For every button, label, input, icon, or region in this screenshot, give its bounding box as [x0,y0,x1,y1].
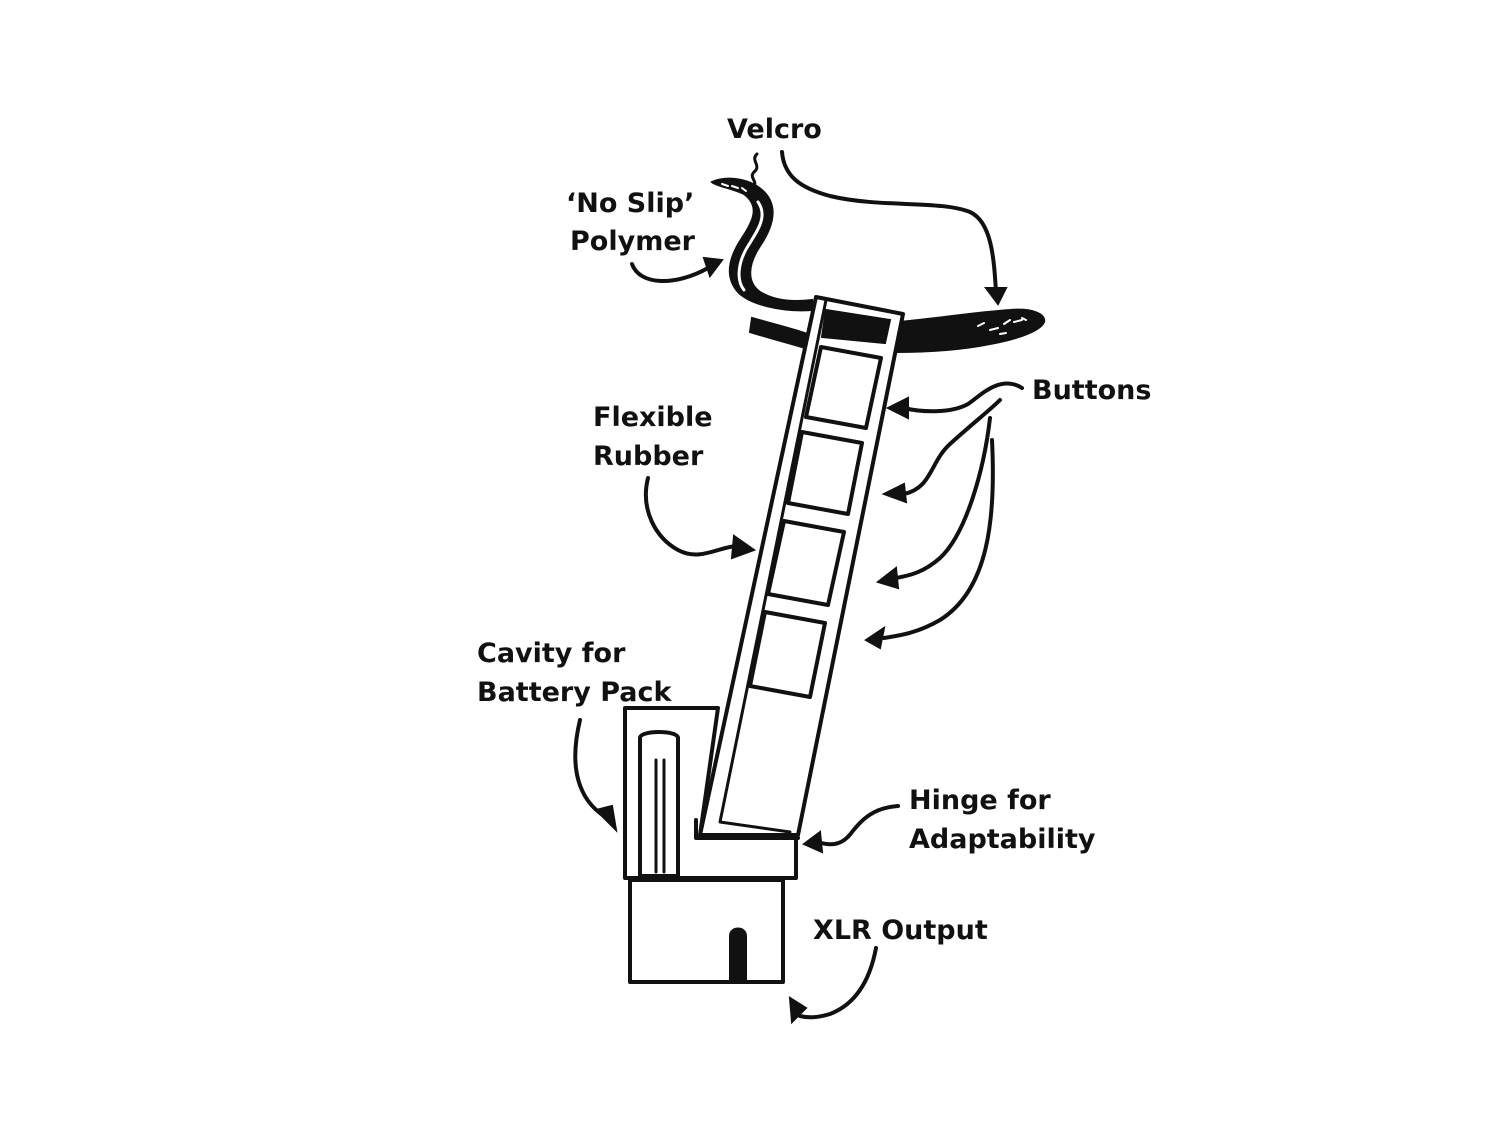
flexible-arrowhead [730,534,757,560]
buttons-arrow-4 [882,438,995,640]
leader-lines [573,150,1024,1025]
buttons-arrowhead-4 [864,625,886,650]
xlr-output-box [628,878,785,984]
buttons-arrowhead-3 [875,566,900,590]
button-1 [804,345,883,430]
base-unit [623,706,800,984]
cavity-arrowhead [594,804,618,833]
hinge-joint [694,818,800,840]
no-slip-arrowhead [702,256,724,279]
velcro-arrowhead [984,287,1008,306]
button-2 [786,430,864,516]
velcro-squiggle [750,152,759,190]
cavity-arrow-line [573,718,606,818]
bar-inner-rim [718,298,828,834]
label-xlr-output: XLR Output [813,915,988,946]
label-flexible-line2: Rubber [593,441,704,472]
velcro-right-fibers [977,317,1027,335]
velcro-arrow-line [780,150,998,294]
label-hinge-line2: Adaptability [909,824,1096,855]
label-cavity-line1: Cavity for [477,638,626,669]
button-3 [766,519,846,607]
controller-bar [698,295,905,837]
hinge-arrowhead [802,830,824,854]
battery-pack [638,730,680,878]
strap-left-end [710,177,813,312]
xlr-arrowhead [788,996,808,1025]
label-no-slip-line1: ‘No Slip’ [566,188,694,219]
button-4 [748,610,827,699]
label-hinge-line1: Hinge for [909,785,1051,816]
xlr-arrow-line [798,946,878,1020]
buttons-arrow-1 [902,381,1024,414]
label-flexible-line1: Flexible [593,402,713,433]
hinge-arrow-line [816,804,900,847]
flexible-arrow-line [643,476,740,557]
label-velcro: Velcro [727,114,822,145]
label-cavity-line2: Battery Pack [477,677,673,708]
buttons-arrow-2 [902,398,1002,496]
no-slip-arrow-line [630,262,710,283]
xlr-port [729,927,747,981]
buttons-arrow-3 [894,416,992,580]
buttons-arrowhead-1 [885,396,909,420]
velcro-left-fibers [721,183,747,192]
battery-slot [654,758,666,874]
strap-left-highlight [737,200,764,292]
label-no-slip-line2: Polymer [570,226,696,257]
bar-top-panel [820,308,892,345]
label-buttons: Buttons [1032,375,1151,406]
buttons-arrowhead-2 [881,482,908,504]
